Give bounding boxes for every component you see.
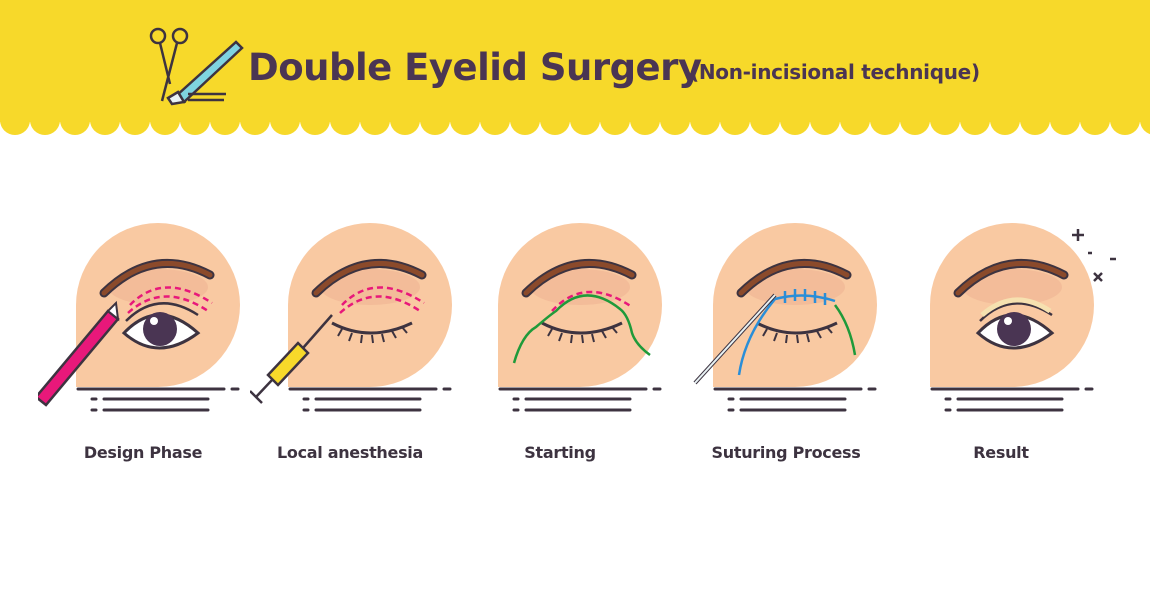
marker-pen-icon [38,300,120,407]
scissors-scalpel-icon [149,27,244,106]
step-label-starting: Starting [524,443,596,462]
step-label-design-phase: Design Phase [83,443,203,462]
syringe-icon [250,314,333,404]
starting-illustration [460,215,700,415]
step-label-suturing-process: Suturing Process [711,443,861,462]
local-anesthesia-illustration [250,215,490,415]
header-banner [0,0,1150,135]
sparkle-icon [1072,229,1116,282]
result-illustration [892,215,1116,415]
step-label-local-anesthesia: Local anesthesia [277,443,423,462]
design-phase-illustration [38,215,278,415]
page-subtitle: (Non-incisional technique) [690,60,980,84]
step-label-result: Result [973,443,1029,462]
page-title: Double Eyelid Surgery [248,46,702,89]
suturing-process-illustration [693,215,915,415]
